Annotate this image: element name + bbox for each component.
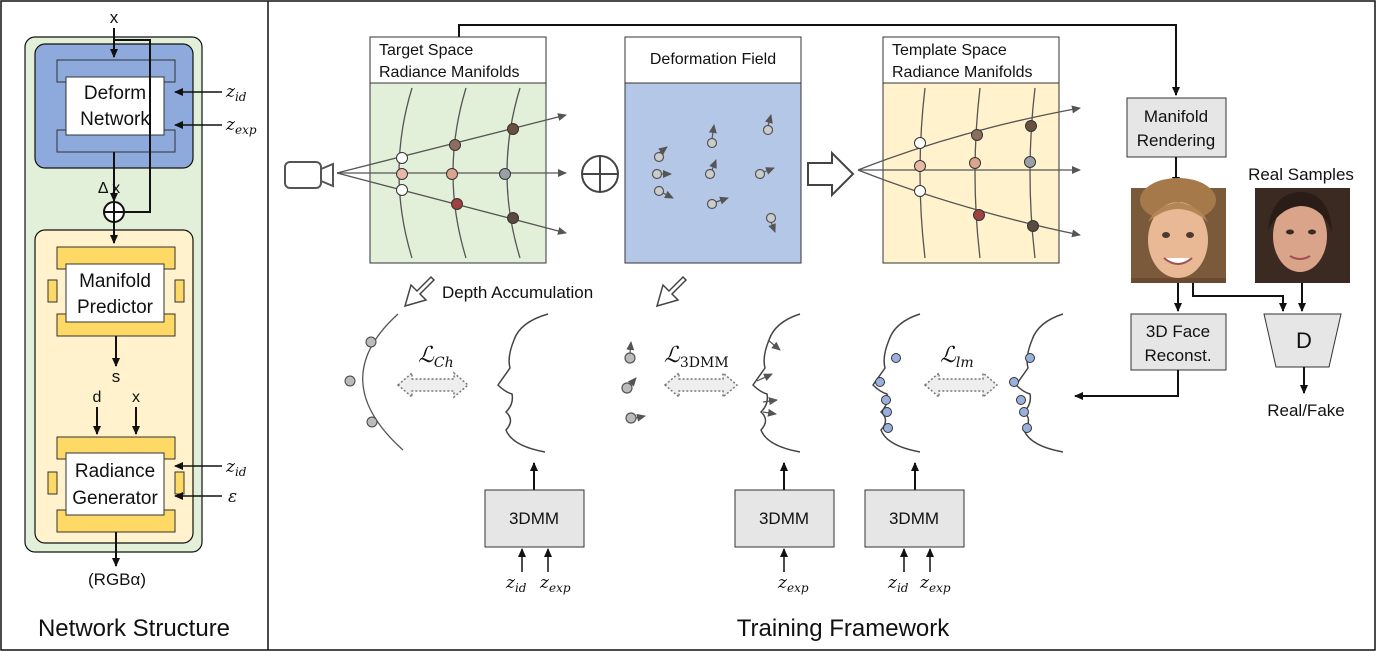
target-title-1: Target Space: [379, 42, 473, 59]
zid-label-1: zid: [225, 82, 247, 104]
face-to-d-arrow: [1192, 283, 1287, 312]
manifold-rendering-label-1: Manifold: [1144, 107, 1208, 126]
loss-3dmm-label: ℒ3DMM: [664, 343, 729, 371]
template-title-2: Radiance Manifolds: [892, 64, 1033, 81]
rendered-face-image: [1131, 178, 1226, 283]
deform-label-2: Network: [80, 109, 150, 130]
face-profile-2: [752, 313, 801, 453]
deformation-points-column: [621, 341, 646, 424]
radiance-side-right: [174, 471, 185, 495]
loss-lm-label: ℒlm: [940, 343, 974, 371]
template-title-1: Template Space: [892, 42, 1007, 59]
deformation-title: Deformation Field: [650, 51, 776, 68]
tdmm-1-zexp: zexp: [539, 573, 571, 595]
loss-lm: ℒlm: [923, 343, 999, 399]
face-profile-1: [497, 313, 549, 453]
manifold-rendering-label-2: Rendering: [1137, 131, 1215, 150]
face-reconst-label-1: 3D Face: [1146, 322, 1210, 341]
manifold-rendering-box: [1126, 97, 1227, 158]
real-samples-label: Real Samples: [1248, 165, 1354, 184]
training-framework-panel: Target Space Radiance Manifolds: [284, 24, 1354, 642]
input-x-label: x: [110, 8, 119, 27]
discriminator-box: [1263, 313, 1342, 368]
manifold-side-right: [174, 279, 185, 303]
loss-3dmm: ℒ3DMM: [663, 343, 739, 399]
radiance-label-1: Radiance: [75, 461, 155, 482]
face-reconst-label-2: Reconst.: [1144, 346, 1211, 365]
target-title-2: Radiance Manifolds: [379, 64, 520, 81]
target-space-header: [369, 36, 547, 84]
real-sample-face-image: [1255, 188, 1350, 283]
tdmm-1-zid: zid: [505, 573, 527, 595]
manifold-predictor-box: [65, 263, 165, 323]
discriminator-label: D: [1296, 328, 1312, 353]
x-label-2: x: [132, 389, 140, 406]
delta-x-label: Δ x: [98, 180, 120, 197]
template-rays: [857, 105, 1081, 238]
real-fake-label: Real/Fake: [1267, 401, 1344, 420]
zid-label-2: zid: [225, 457, 247, 479]
network-structure-panel: Deform Network x zid zexp Δ x Manifold P…: [24, 8, 257, 642]
template-sample-points: [914, 120, 1039, 232]
zexp-label-1: zexp: [225, 115, 257, 137]
network-structure-title: Network Structure: [38, 615, 230, 642]
camera-icon: [284, 161, 334, 189]
deformation-down-arrow-icon: [655, 275, 688, 308]
tdmm-3-zexp: zexp: [919, 573, 951, 595]
tdmm-box-2: 3DMM zexp: [734, 462, 835, 595]
manifold-side-left: [47, 279, 58, 303]
s-label: s: [112, 367, 121, 386]
tdmm-label-1: 3DMM: [509, 509, 559, 528]
tdmm-3-zid: zid: [887, 573, 909, 595]
template-space-header: [882, 36, 1060, 84]
loss-ch-label: ℒCh: [418, 343, 454, 371]
tdmm-box-3: 3DMM zid zexp: [864, 462, 965, 595]
top-routing-arrow: [458, 24, 1180, 96]
manifold-label-1: Manifold: [79, 271, 151, 292]
deformation-vectors: [651, 114, 777, 233]
template-manifold-curves: [919, 87, 1036, 259]
depth-accumulation-label: Depth Accumulation: [442, 283, 593, 302]
radiance-generator-box: [65, 452, 165, 516]
oplus-icon: [581, 155, 619, 193]
tdmm-label-2: 3DMM: [759, 509, 809, 528]
accumulated-depth-curve: [344, 313, 404, 451]
tdmm-label-3: 3DMM: [889, 509, 939, 528]
tdmm-box-1: 3DMM zid zexp: [484, 462, 585, 595]
tdmm-2-zexp: zexp: [777, 573, 809, 595]
skip-connection-line: [114, 39, 151, 213]
landmark-profile-left: [872, 313, 921, 453]
radiance-label-2: Generator: [72, 488, 158, 509]
landmark-profile-right: [1009, 313, 1064, 453]
face-profile-2-vectors: [756, 339, 781, 417]
transform-hollow-arrow-icon: [807, 150, 855, 198]
radiance-side-left: [47, 471, 58, 495]
training-framework-title: Training Framework: [737, 615, 950, 642]
d-label: d: [93, 389, 102, 406]
deform-network-box: [65, 76, 165, 136]
manifold-label-2: Predictor: [77, 297, 154, 318]
target-sample-points: [396, 123, 519, 224]
epsilon-label: ε: [228, 487, 237, 507]
output-label: (RGBα): [88, 570, 146, 589]
deform-label-1: Deform: [84, 83, 146, 104]
depth-accum-arrow-icon: [403, 275, 436, 308]
reconst-to-landmark-arrow: [1074, 370, 1179, 400]
deformation-field-header: [624, 36, 802, 84]
loss-ch: ℒCh: [396, 343, 470, 399]
